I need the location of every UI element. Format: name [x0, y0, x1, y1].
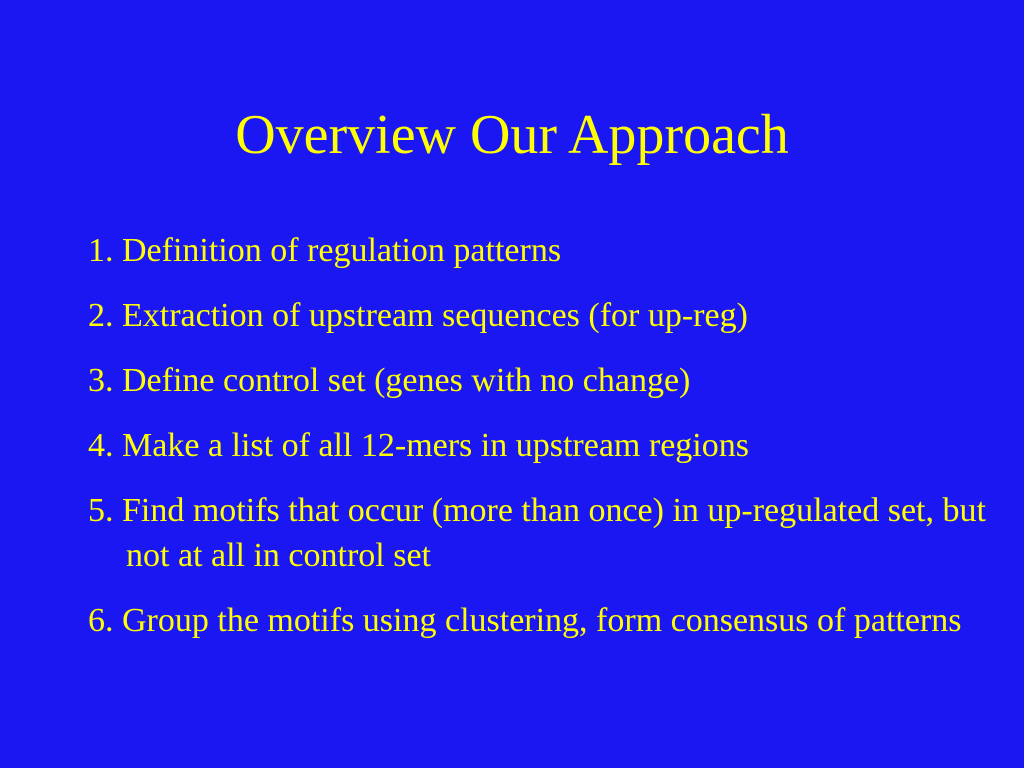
- list-item: 3. Define control set (genes with no cha…: [88, 358, 998, 403]
- item-text: Define control set (genes with no change…: [122, 362, 691, 399]
- item-number: 6.: [88, 602, 114, 639]
- item-text: Make a list of all 12-mers in upstream r…: [122, 427, 749, 464]
- list-item: 2. Extraction of upstream sequences (for…: [88, 293, 998, 338]
- list-item: 6. Group the motifs using clustering, fo…: [88, 598, 998, 643]
- approach-list: 1. Definition of regulation patterns 2. …: [88, 228, 998, 663]
- item-number: 4.: [88, 427, 114, 464]
- item-number: 1.: [88, 232, 114, 269]
- list-item: 4. Make a list of all 12-mers in upstrea…: [88, 423, 998, 468]
- item-text: Extraction of upstream sequences (for up…: [122, 297, 748, 334]
- item-number: 5.: [88, 492, 114, 529]
- item-number: 2.: [88, 297, 114, 334]
- list-item: 1. Definition of regulation patterns: [88, 228, 998, 273]
- item-text: Definition of regulation patterns: [122, 232, 562, 269]
- list-item: 5. Find motifs that occur (more than onc…: [88, 488, 998, 578]
- slide-title: Overview Our Approach: [235, 104, 789, 166]
- item-number: 3.: [88, 362, 114, 399]
- item-text: Find motifs that occur (more than once) …: [122, 492, 986, 574]
- item-text: Group the motifs using clustering, form …: [122, 602, 962, 639]
